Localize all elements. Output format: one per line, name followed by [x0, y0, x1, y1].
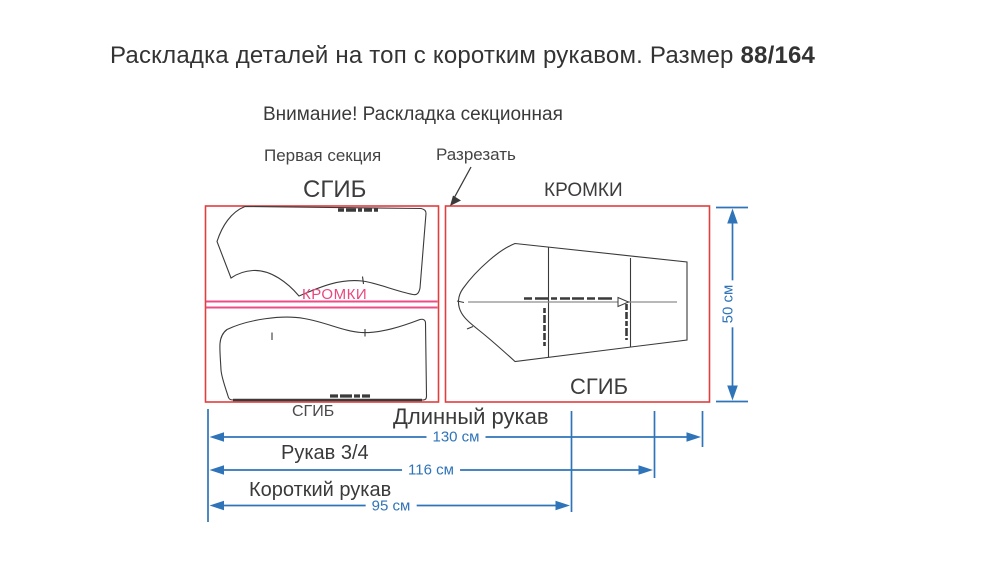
fold-label-sleeve: СГИБ: [570, 374, 629, 399]
fabric-section-frames: [204, 205, 711, 403]
arrowhead-icon: [209, 432, 224, 442]
short-sleeve-variant-label: Короткий рукав: [249, 479, 392, 501]
arrowhead-icon: [727, 385, 738, 401]
dimension-value-95: 95 см: [365, 497, 417, 515]
fold-label-top: СГИБ: [303, 176, 367, 203]
three-quarter-sleeve-variant-label: Рукав 3/4: [281, 442, 369, 464]
page-title-text: Раскладка деталей на топ с коротким рука…: [110, 42, 734, 69]
sleeve-piece: [456, 242, 688, 363]
selvage-label-top: КРОМКИ: [544, 180, 623, 201]
notch-mark: [456, 300, 465, 304]
arrowhead-icon: [450, 195, 461, 206]
first-section-frame: [204, 205, 440, 403]
arrowhead-icon: [638, 465, 653, 475]
page-title: Раскладка деталей на топ с коротким рука…: [110, 44, 815, 68]
notch-mark: [466, 325, 474, 330]
selvage-label-middle: КРОМКИ: [302, 286, 368, 303]
grainline-arrow-icon: [617, 296, 630, 308]
dimension-value-116: 116 см: [402, 461, 460, 479]
selvage-lines: [206, 300, 438, 309]
arrowhead-icon: [209, 465, 224, 475]
fold-label-bottom: СГИБ: [292, 403, 335, 420]
bodice-piece-bottom: [219, 316, 428, 402]
dimension-value-130: 130 см: [426, 428, 486, 446]
first-section-label: Первая секция: [264, 146, 382, 165]
notch-mark: [361, 276, 365, 285]
page-title-size: 88/164: [740, 42, 816, 69]
arrowhead-icon: [686, 432, 701, 442]
long-sleeve-variant-label: Длинный рукав: [393, 404, 549, 429]
arrowhead-icon: [555, 500, 570, 511]
cut-pointer-arrow: [450, 166, 472, 206]
second-section-frame: [444, 205, 711, 403]
attention-note: Внимание! Раскладка секционная: [263, 104, 563, 125]
arrowhead-icon: [727, 208, 738, 224]
dimension-value-50: 50 см: [719, 280, 737, 328]
cut-here-label: Разрезать: [436, 145, 516, 164]
arrowhead-icon: [209, 500, 224, 511]
bodice-piece-top: [216, 205, 427, 297]
